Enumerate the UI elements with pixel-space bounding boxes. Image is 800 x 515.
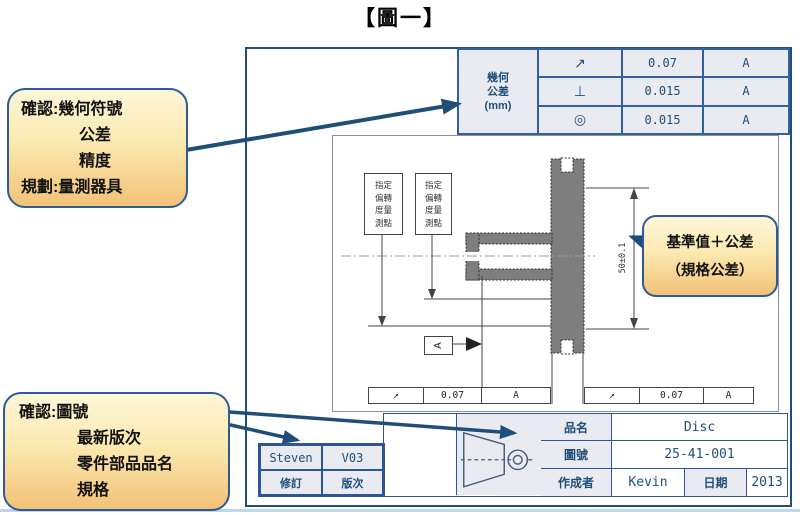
tolerance-value: 0.07 <box>622 49 703 78</box>
callout-geometric-check: 確認:幾何符號 公差 精度 規劃:量測器具 <box>7 88 188 208</box>
callout-basis-tolerance: 基準值＋公差 （規格公差） <box>642 215 778 297</box>
version-value: V03 <box>322 445 383 470</box>
title-block-strip: 品名 Disc 圖號 25-41-001 作成者 Kevin 日期 2013 <box>383 413 788 497</box>
tolerance-table-header: 幾何 公差 (mm) <box>458 49 538 134</box>
top-groove <box>560 157 574 173</box>
datum-feature-symbol: A <box>424 336 453 355</box>
projection-symbol-box <box>456 414 542 495</box>
revision-label: 修訂 <box>260 470 322 495</box>
figure-title: 【圖一】 <box>354 7 446 30</box>
bottom-groove <box>560 339 574 355</box>
datum-triangle-icon <box>466 337 482 351</box>
version-label: 版次 <box>322 470 383 495</box>
disc-drawing-shapes <box>341 157 649 404</box>
runout-icon: ↗ <box>393 390 399 401</box>
author-value: Kevin <box>611 468 684 496</box>
title-block-row: 品名 Disc <box>541 414 787 442</box>
date-label: 日期 <box>684 468 746 496</box>
disc-cross-section-drawing: 指定 偏轉 度量 測點 指定 偏轉 度量 測點 50±0.1 A ↗ 0.07 … <box>332 135 779 412</box>
datum-reference: A <box>703 49 789 78</box>
date-value: 2013 <box>746 468 787 496</box>
drawing-number-label: 圖號 <box>541 441 611 469</box>
drawing-number-value: 25-41-001 <box>611 441 787 469</box>
geometric-tolerance-table: 幾何 公差 (mm) ↗ 0.07 A ⊥ 0.015 A ◎ 0.015 A <box>457 48 790 135</box>
callout-drawing-confirm: 確認:圖號 最新版次 零件部品品名 規格 <box>3 392 230 511</box>
concentricity-icon: ◎ <box>538 105 622 134</box>
datum-reference: A <box>703 77 789 106</box>
tolerance-value: 0.015 <box>622 105 703 134</box>
datum-reference: A <box>703 105 789 134</box>
runout-icon: ↗ <box>538 49 622 78</box>
author-label: 作成者 <box>541 468 611 496</box>
title-block-row: 作成者 Kevin 日期 2013 <box>541 468 787 496</box>
runout-icon: ↗ <box>609 390 615 401</box>
perpendicularity-icon: ⊥ <box>538 77 622 106</box>
dimension-label: 50±0.1 <box>618 242 628 274</box>
bottom-divider <box>0 509 800 512</box>
title-block-row: 圖號 25-41-001 <box>541 441 787 469</box>
tolerance-value: 0.015 <box>622 77 703 106</box>
reviser-name: Steven <box>260 445 322 470</box>
measure-point-note: 指定 偏轉 度量 測點 <box>415 173 452 235</box>
revision-table: Steven V03 修訂 版次 <box>258 443 385 497</box>
feature-control-frame-left: ↗ 0.07 A <box>368 387 551 404</box>
third-angle-projection-icon <box>460 431 533 488</box>
title-block-table: 品名 Disc 圖號 25-41-001 作成者 Kevin 日期 2013 <box>541 414 787 496</box>
part-name-label: 品名 <box>541 414 611 442</box>
feature-control-frame-right: ↗ 0.07 A <box>584 387 754 404</box>
part-name-value: Disc <box>611 414 787 442</box>
measure-point-note: 指定 偏轉 度量 測點 <box>364 173 403 235</box>
